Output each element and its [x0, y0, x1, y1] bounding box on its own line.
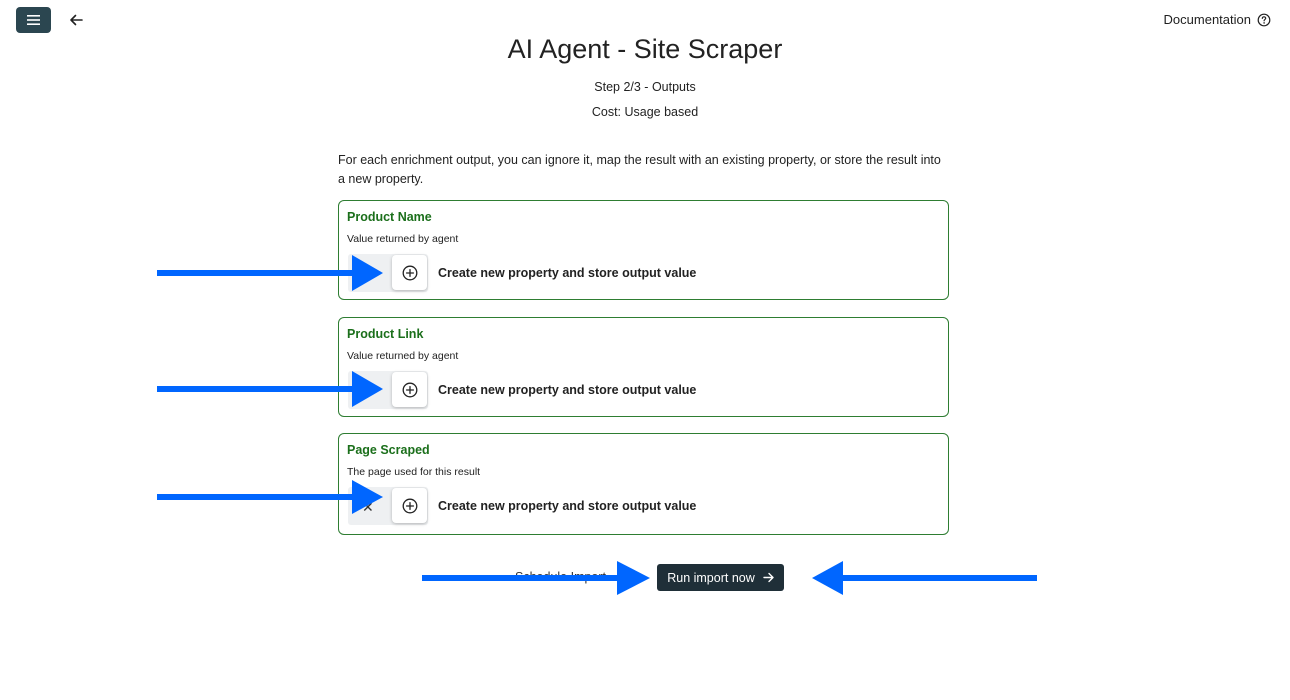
create-property-label: Create new property and store output val…: [438, 499, 697, 513]
menu-button[interactable]: [16, 7, 51, 33]
page-title: AI Agent - Site Scraper: [507, 34, 783, 64]
documentation-label: Documentation: [1163, 12, 1251, 27]
plus-circle-icon: [402, 382, 417, 397]
output-description: Value returned by agent: [347, 350, 459, 362]
question-circle-icon: [1257, 13, 1271, 26]
step-indicator: Step 2/3 - Outputs: [594, 80, 696, 94]
plus-circle-icon: [402, 498, 417, 513]
cost-label: Cost: Usage based: [591, 105, 699, 119]
ignore-x-icon[interactable]: ✕: [362, 499, 374, 515]
create-property-label: Create new property and store output val…: [438, 383, 697, 397]
output-title: Product Name: [347, 210, 432, 224]
output-title: Page Scraped: [347, 443, 430, 457]
annotation-arrow-5: [812, 561, 1037, 595]
run-import-label: Run import now: [667, 570, 755, 585]
hamburger-menu-icon: [27, 15, 40, 25]
schedule-import-link[interactable]: Schedule Import: [515, 570, 607, 584]
create-property-button[interactable]: [392, 372, 427, 407]
back-button[interactable]: [66, 10, 86, 30]
arrow-left-icon: [70, 14, 83, 26]
arrow-right-icon: [763, 572, 774, 583]
create-property-label: Create new property and store output val…: [438, 266, 697, 280]
output-description: The page used for this result: [347, 466, 481, 478]
create-property-button[interactable]: [392, 255, 427, 290]
intro-text: For each enrichment output, you can igno…: [338, 153, 941, 186]
documentation-link[interactable]: Documentation: [1164, 12, 1271, 27]
run-import-button[interactable]: Run import now: [657, 564, 784, 591]
output-card-product-name: Product Name Value returned by agent Cre…: [338, 200, 949, 300]
output-title: Product Link: [347, 327, 424, 341]
output-description: Value returned by agent: [347, 233, 459, 245]
output-card-product-link: Product Link Value returned by agent Cre…: [338, 317, 949, 417]
output-card-page-scraped: Page Scraped The page used for this resu…: [338, 433, 949, 535]
create-property-button[interactable]: [392, 488, 427, 523]
plus-circle-icon: [402, 265, 417, 280]
